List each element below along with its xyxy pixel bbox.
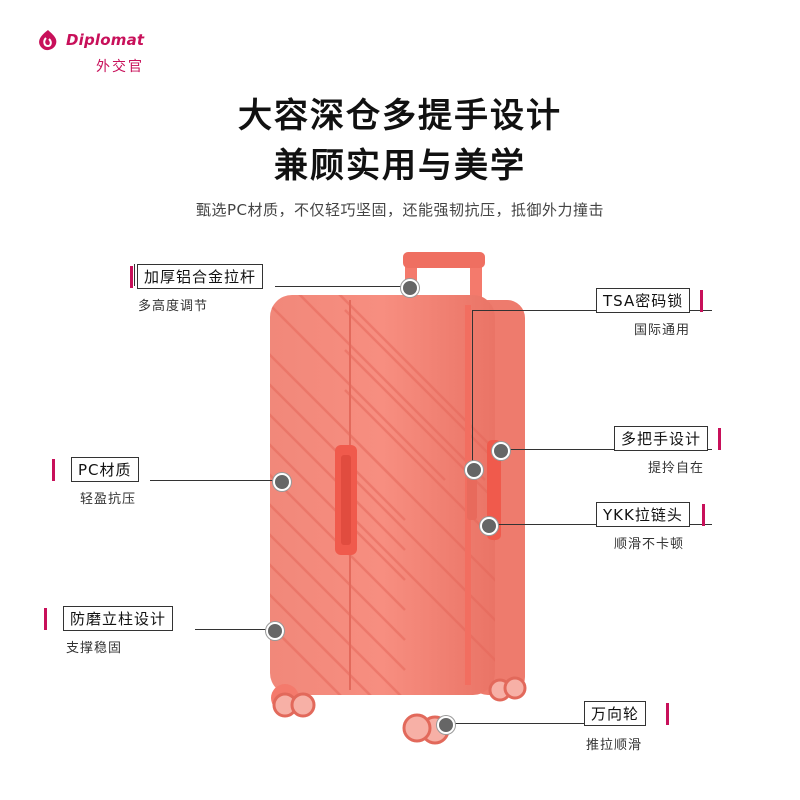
feature-lock: TSA密码锁 国际通用: [596, 288, 704, 338]
feature-title: PC材质: [71, 457, 139, 482]
feature-desc: 提拎自在: [648, 461, 705, 476]
accent-bar: [44, 607, 47, 630]
feature-desc: 轻盈抗压: [80, 492, 137, 507]
headline-line2: 兼顾实用与美学: [274, 146, 526, 186]
callout-dot-ykk: [480, 517, 498, 535]
feature-wheel: 万向轮 推拉顺滑: [584, 701, 670, 753]
brand-name-en: Diplomat: [66, 31, 145, 49]
feature-pc: PC材质 轻盈抗压: [52, 457, 139, 507]
feature-desc: 顺滑不卡顿: [614, 537, 685, 552]
callout-line-lock: [472, 310, 712, 311]
feature-title: 防磨立柱设计: [63, 606, 174, 631]
accent-bar: [718, 427, 722, 450]
callout-line-wheel: [445, 723, 585, 724]
diplomat-logo-icon: [39, 30, 57, 51]
feature-ykk: YKK拉链头 顺滑不卡顿: [596, 502, 705, 552]
feature-desc: 支撑稳固: [66, 641, 123, 656]
feature-multi-handle: 多把手设计 提拎自在: [614, 426, 722, 476]
callout-line-pc: [150, 480, 281, 481]
accent-bar: [700, 289, 704, 312]
callout-dot-pillar: [266, 622, 284, 640]
callout-dot-wheel: [437, 716, 455, 734]
suitcase-image: [270, 252, 527, 745]
accent-bar: [130, 265, 133, 288]
callout-line-lock-v: [472, 310, 473, 468]
callout-dot-lock: [465, 461, 483, 479]
callout-dot-handles: [492, 442, 510, 460]
feature-desc: 多高度调节: [138, 299, 209, 314]
feature-pillar: 防磨立柱设计 支撑稳固: [44, 606, 174, 656]
feature-title: TSA密码锁: [596, 288, 691, 313]
callout-line-handles: [500, 449, 712, 450]
brand-logo: Diplomat 外交官: [34, 28, 144, 76]
feature-desc: 国际通用: [634, 323, 691, 338]
brand-name-cn: 外交官: [96, 59, 144, 75]
feature-title: 多把手设计: [614, 426, 709, 451]
feature-handle: 加厚铝合金拉杆 多高度调节: [130, 264, 264, 314]
accent-bar: [701, 503, 705, 526]
callout-dot-pc: [273, 473, 291, 491]
accent-bar: [666, 702, 670, 725]
feature-desc: 推拉顺滑: [586, 738, 643, 753]
accent-bar: [52, 458, 55, 481]
feature-title: 万向轮: [584, 701, 647, 726]
callout-dot-handle: [401, 279, 419, 297]
callout-line-pillar: [195, 629, 273, 630]
callout-line-handle: [275, 286, 408, 287]
callout-tick-handle: [134, 264, 135, 286]
feature-title: YKK拉链头: [596, 502, 690, 527]
feature-title: 加厚铝合金拉杆: [137, 264, 264, 289]
headline-line1: 大容深仓多提手设计: [238, 96, 562, 136]
subtitle: 甄选PC材质，不仅轻巧坚固，还能强韧抗压，抵御外力撞击: [195, 201, 605, 219]
